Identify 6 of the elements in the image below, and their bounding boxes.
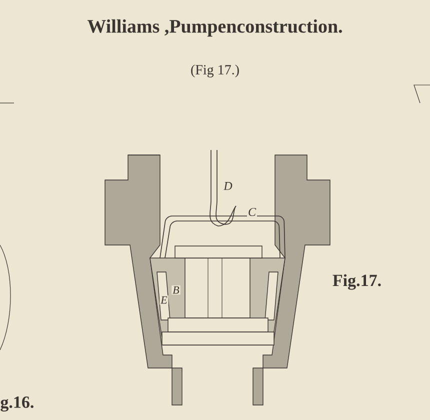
figure-label: g.16.: [0, 396, 34, 412]
part-letter: D: [222, 181, 234, 191]
part-letter: C: [247, 206, 257, 218]
title: Williams ,Pumpenconstruction.: [86, 18, 344, 38]
caption: (Fig 17.): [190, 64, 240, 78]
figure-label: Fig.17.: [331, 273, 383, 291]
